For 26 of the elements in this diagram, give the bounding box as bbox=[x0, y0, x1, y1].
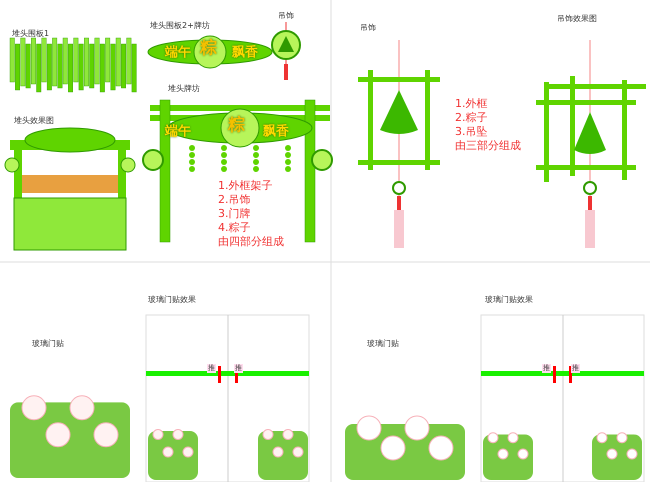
note-text: 4.粽子 bbox=[218, 222, 250, 233]
caption-text: 玻璃门贴 bbox=[367, 340, 399, 348]
caption-text: 堆头围板1 bbox=[12, 30, 50, 38]
caption-text: 玻璃门贴效果 bbox=[485, 296, 533, 304]
caption-text: 吊饰 bbox=[278, 12, 294, 20]
caption-text: 堆头效果图 bbox=[14, 117, 54, 125]
note-text: 1.外框 bbox=[455, 98, 488, 109]
caption-text: 吊饰 bbox=[360, 24, 376, 32]
note-text: 1.外框架子 bbox=[218, 180, 272, 191]
sign-text: 端午 bbox=[165, 125, 191, 138]
note-text: 3.吊坠 bbox=[455, 126, 488, 137]
sign-text: 端午 bbox=[165, 46, 191, 59]
note-text: 由四部分组成 bbox=[218, 236, 284, 247]
note-text: 2.粽子 bbox=[455, 112, 488, 123]
sign-text: 粽 bbox=[200, 40, 217, 57]
caption-text: 堆头围板2+牌坊 bbox=[150, 22, 210, 30]
sign-text: 飘香 bbox=[263, 125, 289, 138]
caption-text: 玻璃门贴 bbox=[32, 340, 64, 348]
note-text: 3.门牌 bbox=[218, 208, 250, 219]
caption-text: 堆头牌坊 bbox=[168, 85, 200, 93]
caption-text: 吊饰效果图 bbox=[557, 15, 597, 23]
sign-text: 飘香 bbox=[232, 46, 258, 59]
sign-text: 粽 bbox=[228, 117, 245, 134]
note-text: 2.吊饰 bbox=[218, 194, 250, 205]
note-text: 由三部分组成 bbox=[455, 140, 521, 151]
caption-text: 玻璃门贴效果 bbox=[148, 296, 196, 304]
